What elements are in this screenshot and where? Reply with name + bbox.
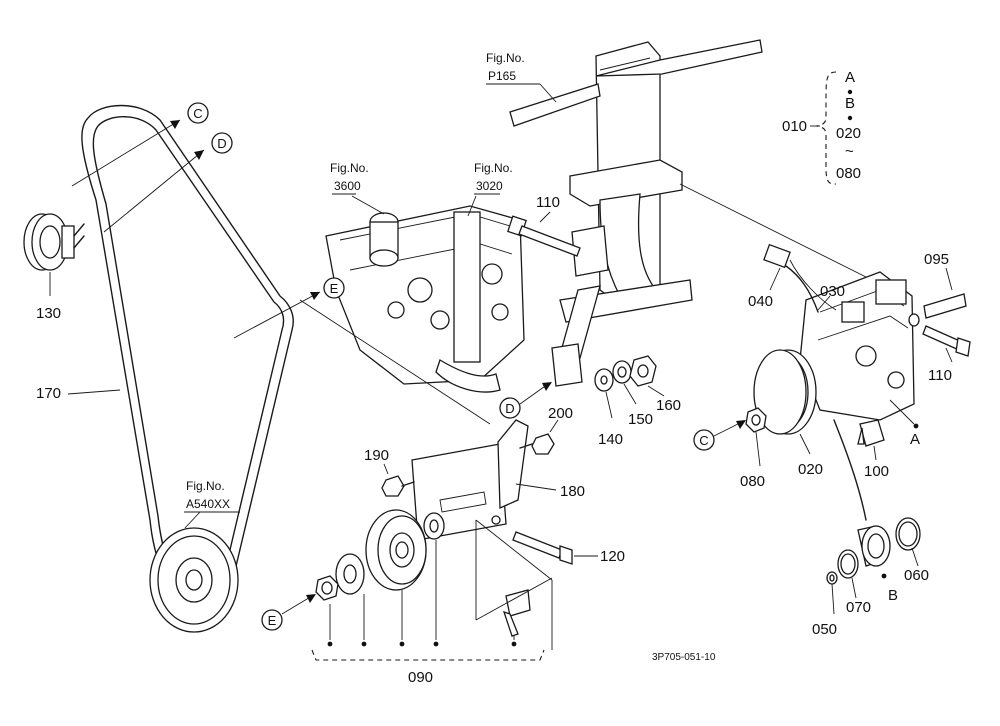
kit-tilde: ~	[845, 143, 854, 160]
tensioner-pulley-assembly	[299, 299, 553, 661]
callout-letter: E	[268, 613, 277, 628]
nut-080	[745, 407, 767, 467]
label-200: 200	[548, 405, 573, 422]
label-110-lower: 110	[928, 367, 952, 384]
bolt-190	[381, 463, 415, 497]
bracket-095	[908, 267, 967, 327]
washer-stack	[594, 355, 665, 419]
label-050: 050	[812, 621, 837, 638]
label-170: 170	[36, 385, 61, 402]
kit-item-a: A	[845, 69, 855, 86]
callout-d-belt: D	[211, 132, 233, 154]
drawing-code: 3P705-051-10	[652, 652, 716, 663]
fig-ref-number: P165	[488, 69, 516, 83]
kit-legend: A B 020 ~ 080	[836, 69, 861, 182]
bolt-110-upper	[507, 211, 581, 257]
engine-block	[325, 195, 525, 393]
idler-pulley-130	[23, 213, 85, 296]
kit-item-080: 080	[836, 165, 861, 182]
fig-ref-title: Fig.No.	[486, 51, 525, 65]
label-100: 100	[864, 463, 889, 480]
callout-letter: C	[699, 433, 708, 448]
bearing-group	[826, 419, 921, 615]
callout-e-pulley: E	[261, 594, 316, 631]
fig-ref-number: 3020	[476, 179, 503, 193]
label-090: 090	[408, 669, 433, 686]
label-120: 120	[600, 548, 625, 565]
kit-item-b: B	[845, 95, 855, 112]
fig-ref-title: Fig.No.	[474, 161, 513, 175]
clutch-020	[753, 349, 817, 455]
frame-bracket	[486, 39, 881, 387]
part-100	[857, 419, 885, 461]
fig-ref-number: 3600	[334, 179, 361, 193]
label-150: 150	[628, 411, 653, 428]
label-080: 080	[740, 473, 765, 490]
label-130: 130	[36, 305, 61, 322]
fig-ref-title: Fig.No.	[186, 479, 225, 493]
label-190: 190	[364, 447, 389, 464]
label-140: 140	[598, 431, 623, 448]
label-095: 095	[924, 251, 949, 268]
callout-e-belt: E	[323, 277, 345, 299]
callout-c-belt: C	[187, 102, 209, 124]
fig-ref-3020: Fig.No. 3020	[474, 161, 513, 195]
callout-letter: E	[330, 281, 339, 296]
belt-reference-lines	[71, 119, 321, 339]
callout-d-bracket: D	[499, 382, 552, 419]
crank-pulley	[149, 511, 239, 633]
label-160: 160	[656, 397, 681, 414]
label-110-upper: 110	[536, 194, 560, 211]
marker-b: B	[888, 587, 898, 604]
part-labels: 130 170 110 140 150 160 200 190 180 120 …	[36, 118, 952, 686]
label-030: 030	[820, 283, 845, 300]
label-180: 180	[560, 483, 585, 500]
callout-letter: D	[217, 136, 226, 151]
connector-040	[763, 243, 831, 313]
callout-letter: C	[193, 106, 202, 121]
kit-item-020: 020	[836, 125, 861, 142]
marker-a: A	[910, 431, 920, 448]
callout-c-compressor: C	[693, 420, 746, 451]
label-060: 060	[904, 567, 929, 584]
kit-brace	[810, 71, 837, 185]
label-040: 040	[748, 293, 773, 310]
fig-ref-number: A540XX	[186, 497, 230, 511]
fig-ref-3600: Fig.No. 3600	[330, 161, 369, 195]
label-010: 010	[782, 118, 807, 135]
callout-letter: D	[505, 401, 514, 416]
fig-ref-a540xx: Fig.No. A540XX	[184, 479, 240, 513]
label-070: 070	[846, 599, 871, 616]
bolt-200	[519, 419, 559, 455]
bolt-120	[512, 531, 598, 565]
position-markers: A B	[888, 431, 920, 604]
fig-ref-p165: Fig.No. P165	[486, 51, 525, 83]
bolt-110-lower	[922, 325, 971, 363]
label-020: 020	[798, 461, 823, 478]
fig-ref-title: Fig.No.	[330, 161, 369, 175]
ac-compressor	[789, 259, 919, 429]
